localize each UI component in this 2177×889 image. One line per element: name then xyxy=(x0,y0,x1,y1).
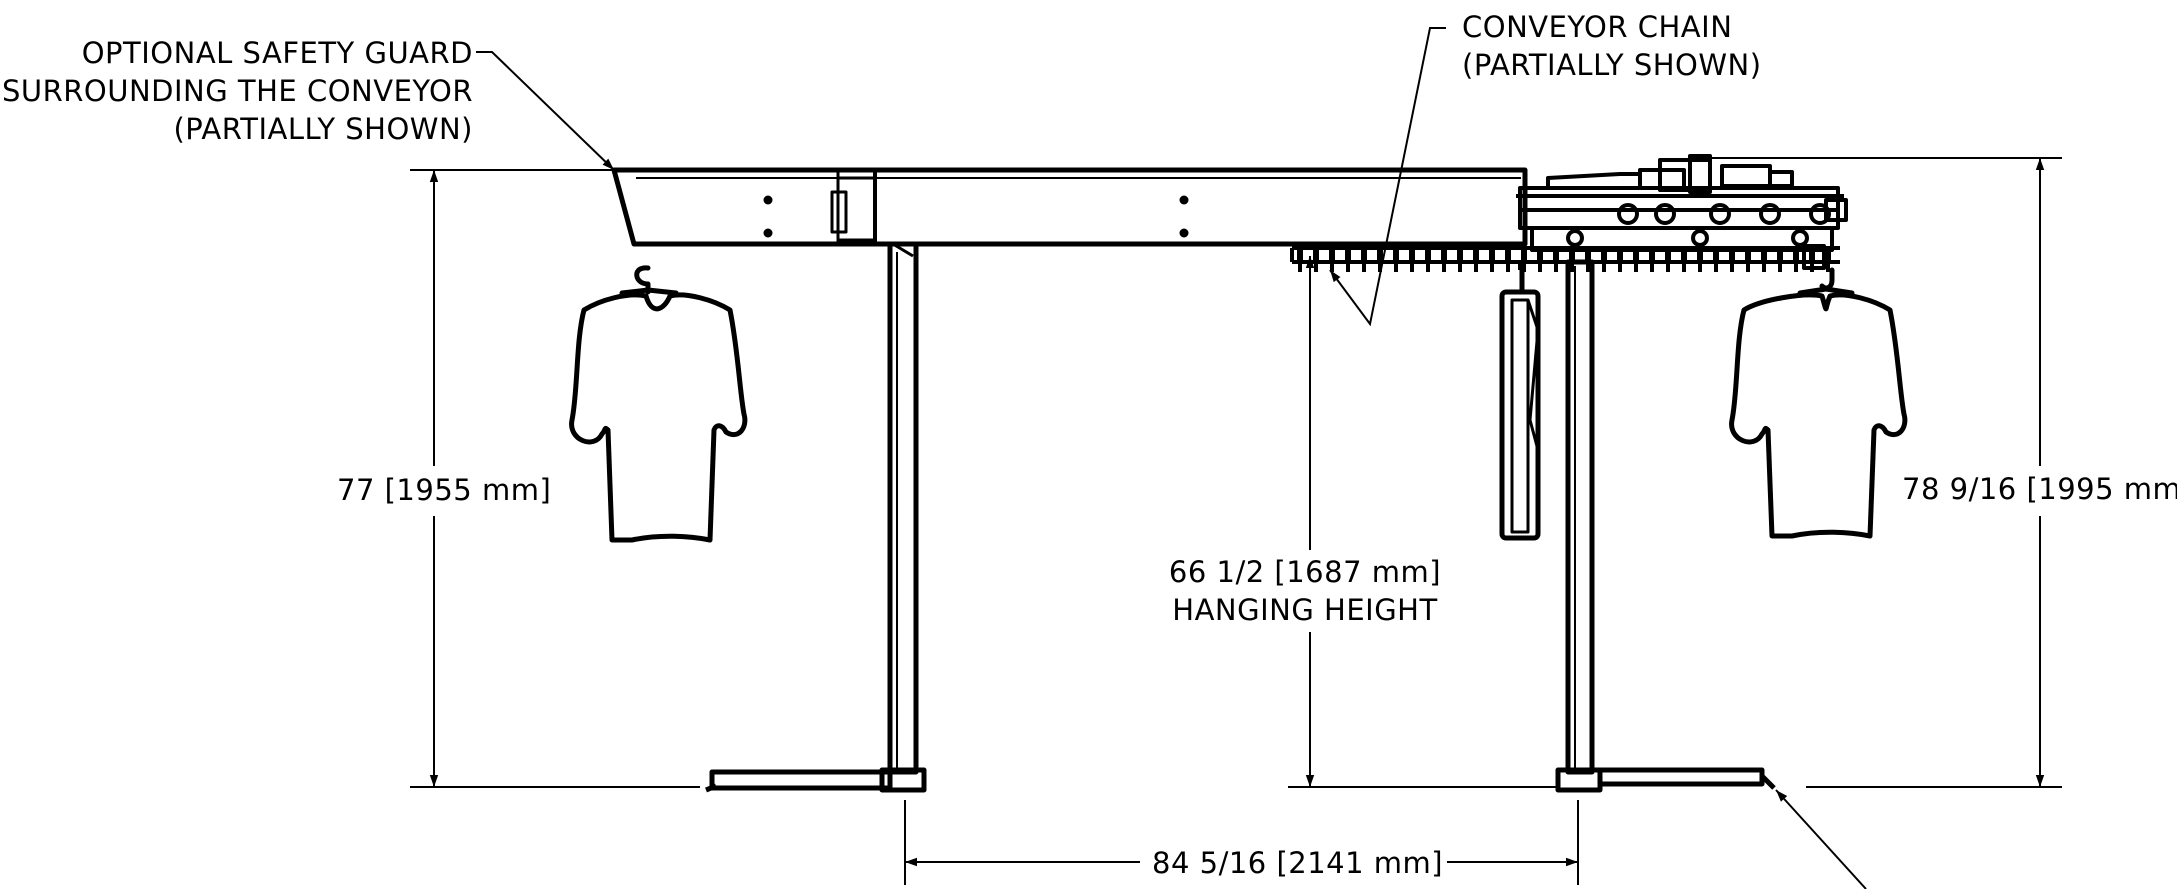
chain-link xyxy=(1505,250,1511,260)
chain-link xyxy=(1681,250,1687,260)
safety-guard-callout-line-3: (PARTIALLY SHOWN) xyxy=(173,112,473,146)
chain-link xyxy=(1409,250,1415,260)
chain-pendant xyxy=(1586,262,1590,272)
right-stand xyxy=(1555,259,1776,793)
chain-link xyxy=(1777,250,1783,260)
chain-pendant xyxy=(1362,262,1366,272)
chain-link xyxy=(1313,250,1319,260)
chain-link xyxy=(1601,250,1607,260)
conveyor-chain-callout-line-1: CONVEYOR CHAIN xyxy=(1462,10,1733,44)
chain-pendant xyxy=(1554,262,1558,272)
chain-link xyxy=(1809,250,1815,260)
chain-pendant xyxy=(1794,262,1798,272)
chain-pendant xyxy=(1490,262,1494,272)
chain-link xyxy=(1633,250,1639,260)
chain-pendant xyxy=(1762,262,1766,272)
chain-link xyxy=(1377,250,1383,260)
chain-pendant xyxy=(1618,262,1622,272)
leader-lines xyxy=(476,27,1867,889)
chain-link xyxy=(1393,250,1399,260)
chain-pendant xyxy=(1650,262,1654,272)
chain-link xyxy=(1521,250,1527,260)
right-shirt-icon xyxy=(1729,267,1908,539)
chain-link xyxy=(1585,250,1591,260)
chain-link xyxy=(1617,250,1623,260)
chain-link xyxy=(1297,250,1303,260)
chain-link xyxy=(1537,250,1543,260)
right-height-dimension: 78 9/16 [1995 mm] xyxy=(1898,470,2177,508)
chain-link xyxy=(1457,250,1463,260)
chain-pendant xyxy=(1682,262,1686,272)
hanging-height-value: 66 1/2 [1687 mm] xyxy=(1168,555,1442,589)
chain-pendant xyxy=(1394,262,1398,272)
chain-link xyxy=(1825,250,1831,260)
chain-pendant xyxy=(1666,262,1670,272)
leg-spacing-dimension: 84 5/16 [2141 mm] xyxy=(1148,844,1448,882)
chain-links xyxy=(1297,250,1831,272)
safety-guard-callout-line-2: SURROUNDING THE CONVEYOR xyxy=(1,74,473,108)
chain-pendant xyxy=(1602,262,1606,272)
left-shirt-icon xyxy=(569,265,748,543)
chain-link xyxy=(1425,250,1431,260)
chain-pendant xyxy=(1458,262,1462,272)
hanging-height-dimension: 66 1/2 [1687 mm] HANGING HEIGHT xyxy=(1160,553,1450,629)
chain-link xyxy=(1713,250,1719,260)
chain-pendant xyxy=(1778,262,1782,272)
chain-pendant xyxy=(1538,262,1542,272)
drive-unit xyxy=(1516,154,1848,270)
chain-link xyxy=(1553,250,1559,260)
chain-pendant xyxy=(1378,262,1382,272)
chain-pendant xyxy=(1442,262,1446,272)
chain-link xyxy=(1569,250,1575,260)
chain-pendant xyxy=(1330,262,1334,272)
chain-link xyxy=(1361,250,1367,260)
chain-link xyxy=(1489,250,1495,260)
chain-pendant xyxy=(1570,262,1574,272)
chain-link xyxy=(1329,250,1335,260)
chain-pendant xyxy=(1426,262,1430,272)
safety-guard-callout-line-1: OPTIONAL SAFETY GUARD xyxy=(81,36,473,70)
chain-link xyxy=(1793,250,1799,260)
chain-pendant xyxy=(1714,262,1718,272)
chain-link xyxy=(1665,250,1671,260)
hanging-height-caption: HANGING HEIGHT xyxy=(1172,593,1438,627)
chain-link xyxy=(1745,250,1751,260)
chain-link xyxy=(1649,250,1655,260)
safety-guard-callout: OPTIONAL SAFETY GUARD SURROUNDING THE CO… xyxy=(0,34,473,148)
chain-pendant xyxy=(1346,262,1350,272)
chain-link xyxy=(1345,250,1351,260)
chain-link xyxy=(1729,250,1735,260)
chain-pendant xyxy=(1314,262,1318,272)
left-stand xyxy=(705,241,927,793)
chain-link xyxy=(1473,250,1479,260)
chain-pendant xyxy=(1506,262,1510,272)
chain-link xyxy=(1697,250,1703,260)
chain-pendant xyxy=(1826,262,1830,272)
carrier-hanger xyxy=(1499,262,1541,541)
conveyor-chain-callout: CONVEYOR CHAIN (PARTIALLY SHOWN) xyxy=(1462,8,1762,84)
chain-pendant xyxy=(1746,262,1750,272)
conveyor-chain-callout-line-2: (PARTIALLY SHOWN) xyxy=(1462,48,1762,82)
chain-pendant xyxy=(1410,262,1414,272)
chain-pendant xyxy=(1474,262,1478,272)
chain-link xyxy=(1441,250,1447,260)
guard-bolts xyxy=(763,195,1189,238)
chain-pendant xyxy=(1730,262,1734,272)
chain-pendant xyxy=(1298,262,1302,272)
chain-pendant xyxy=(1634,262,1638,272)
left-height-dimension: 77 [1955 mm] xyxy=(333,471,556,509)
chain-link xyxy=(1761,250,1767,260)
safety-guard xyxy=(611,167,1528,247)
chain-pendant xyxy=(1698,262,1702,272)
